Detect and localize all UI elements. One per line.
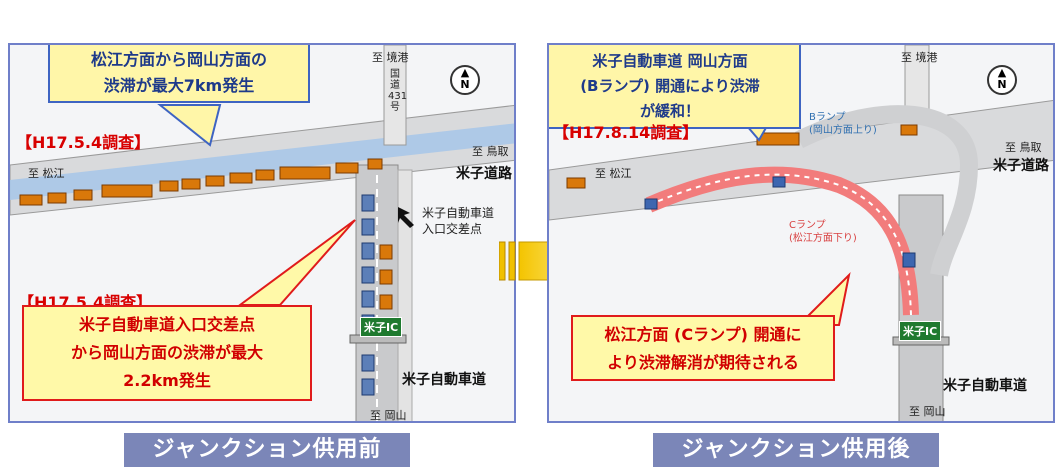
left-intersection-label: 米子自動車道 入口交差点 [422, 205, 494, 237]
route-char-3: 431 [388, 91, 408, 102]
compass-letter: N [997, 78, 1007, 91]
right-expressway-label: 米子自動車道 [943, 378, 1027, 394]
left-queue-mainroad [19, 158, 383, 206]
left-expressway-label: 米子自動車道 [402, 372, 486, 388]
left-survey-tag-top: 【H17.5.4調査】 [16, 133, 151, 152]
before-junction-map: 松江方面から岡山方面の 渋滞が最大7km発生 【H17.5.4調査】 【H17.… [8, 43, 516, 423]
intersection-label-line2: 入口交差点 [422, 222, 483, 236]
b-ramp-direction: (岡山方面上り) [809, 125, 877, 136]
left-bottom-callout-line3: 2.2km発生 [123, 371, 211, 390]
after-caption: ジャンクション供用後 [653, 433, 939, 467]
after-road-drawing [549, 45, 1053, 421]
right-survey-tag: 【H17.8.14調査】 [553, 123, 699, 142]
c-ramp-direction: (松江方面下り) [789, 233, 857, 244]
right-bottom-callout-line2: より渋滞解消が期待される [607, 353, 799, 372]
before-road-drawing [10, 45, 514, 421]
left-to-tottori: 至 鳥取 [472, 145, 509, 158]
after-junction-map: 米子自動車道 岡山方面 (Bランプ) 開通により渋滞 が緩和！ 【H17.8.1… [547, 43, 1055, 423]
left-queue-vertical [361, 194, 375, 396]
right-to-tottori: 至 鳥取 [1005, 141, 1042, 154]
left-bottom-callout-line2: から岡山方面の渋滞が最大 [70, 343, 263, 362]
right-bottom-callout: 松江方面 (Cランプ) 開通に より渋滞解消が期待される [571, 315, 835, 381]
right-north-compass: ▲N [987, 65, 1017, 95]
left-route-label: 国 道 431 号 [388, 69, 408, 113]
right-to-matsue: 至 松江 [595, 167, 632, 180]
right-top-callout-line1: 米子自動車道 岡山方面 [592, 52, 748, 70]
right-top-callout-line3: が緩和！ [639, 102, 700, 120]
b-ramp-label: Bランプ (岡山方面上り) [809, 111, 877, 137]
left-to-matsue: 至 松江 [28, 167, 65, 180]
before-caption: ジャンクション供用前 [124, 433, 410, 467]
left-top-callout-line2: 渋滞が最大7km発生 [103, 76, 255, 95]
right-top-callout-line2: (Bランプ) 開通により渋滞 [580, 77, 760, 95]
left-yonago-ic-sign: 米子IC [360, 317, 403, 337]
left-top-callout: 松江方面から岡山方面の 渋滞が最大7km発生 [48, 45, 310, 103]
c-ramp-label: Cランプ (松江方面下り) [789, 219, 857, 245]
right-yonago-road: 米子道路 [993, 158, 1049, 174]
route-char-4: 号 [390, 102, 400, 113]
right-top-callout: 米子自動車道 岡山方面 (Bランプ) 開通により渋滞 が緩和！ [549, 45, 801, 129]
right-bottom-callout-line1: 松江方面 (Cランプ) 開通に [604, 325, 802, 344]
left-yonago-road: 米子道路 [456, 166, 512, 182]
b-ramp-name: Bランプ [809, 112, 846, 123]
left-to-okayama: 至 岡山 [370, 409, 407, 422]
right-to-okayama: 至 岡山 [909, 405, 946, 418]
left-north-compass: ▲N [450, 65, 480, 95]
route-char-2: 道 [390, 80, 400, 91]
compass-letter: N [460, 78, 470, 91]
intersection-label-line1: 米子自動車道 [422, 206, 495, 220]
right-yonago-ic-sign: 米子IC [899, 321, 942, 341]
right-to-sakaiminato: 至 境港 [901, 51, 938, 64]
left-to-sakaiminato: 至 境港 [372, 51, 409, 64]
route-char-1: 国 [390, 69, 400, 80]
left-top-callout-line1: 松江方面から岡山方面の [90, 50, 267, 69]
left-bottom-callout-line1: 米子自動車道入口交差点 [78, 315, 255, 334]
left-bottom-callout: 米子自動車道入口交差点 から岡山方面の渋滞が最大 2.2km発生 [22, 305, 312, 401]
c-ramp-name: Cランプ [789, 220, 826, 231]
